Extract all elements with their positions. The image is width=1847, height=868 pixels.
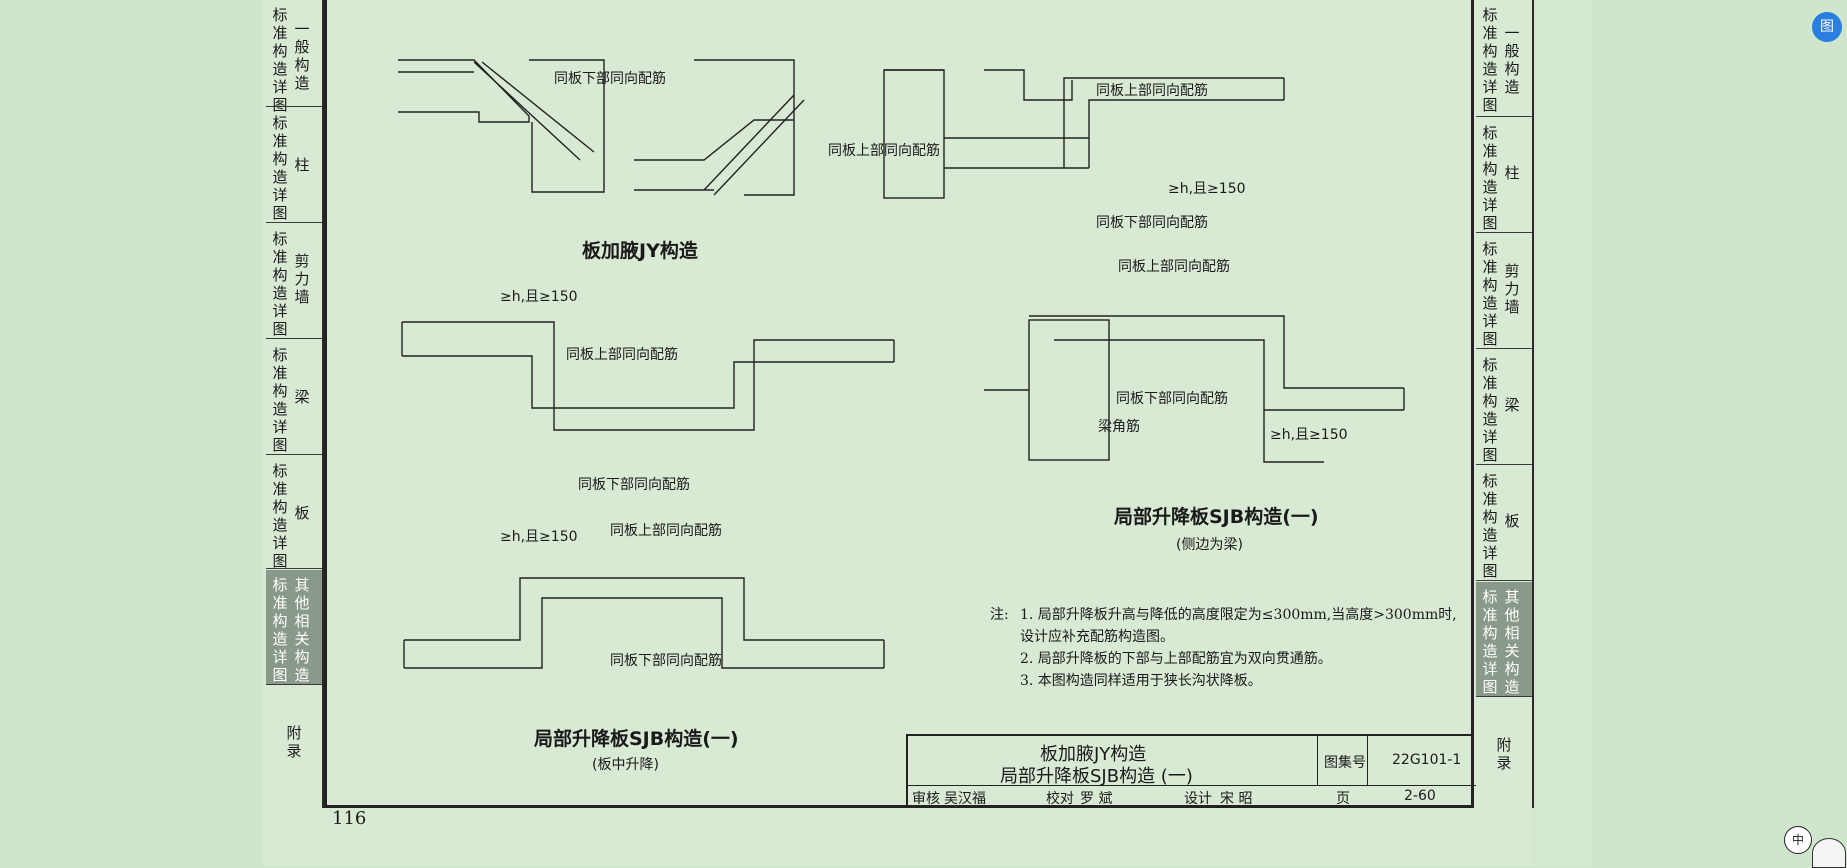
right-tab-beam[interactable]: 标准构造详图 梁 [1476,350,1534,465]
sjb-side-beam-lower [984,315,1405,463]
atlas-value: 22G101-1 [1392,752,1462,768]
right-strip-border [1532,0,1534,808]
drawing-sheet [262,0,1532,866]
right-tab-other[interactable]: 标准构造详图 其他相关构造 [1476,582,1534,697]
callout-lower-same-5: 同板下部同向配筋 [610,653,722,669]
tab-label: 标准构造详图 [1482,356,1498,464]
tab-label: 其他相关构造 [294,576,310,684]
callout-beam-corner: 梁角筋 [1098,419,1140,435]
callout-upper-same-2: 同板上部同向配筋 [1096,83,1208,99]
tab-label: 一般构造 [294,20,310,92]
heading-sjb-mid: 局部升降板SJB构造(一) [534,728,739,750]
callout-upper-same-5: 同板上部同向配筋 [610,523,722,539]
callout-upper-same-4: 同板上部同向配筋 [566,347,678,363]
tab-label: 剪力墙 [1504,262,1520,316]
page-value: 2-60 [1404,788,1436,804]
ime-indicator[interactable]: 中 [1784,826,1812,854]
callout-lower-same-3: 同板下部同向配筋 [1116,391,1228,407]
left-tab-beam[interactable]: 标准构造详图 梁 [266,340,324,455]
tab-label: 剪力墙 [294,252,310,306]
callout-lower-same-1: 同板下部同向配筋 [554,71,666,87]
left-strip-border [322,0,324,808]
check-name: 罗 斌 [1080,791,1113,807]
subheading-sjb-mid: (板中升降) [592,757,659,773]
check-label: 校对 [1046,791,1074,807]
callout-upper-same-3: 同板上部同向配筋 [1118,259,1230,275]
tab-label: 柱 [294,156,310,174]
jy-detail-top-left [398,59,605,193]
right-tab-slab[interactable]: 标准构造详图 板 [1476,466,1534,581]
tab-label: 标准构造详图 [272,346,288,454]
tab-label: 标准构造详图 [272,114,288,222]
tab-label: 柱 [1504,164,1520,182]
left-tab-appendix[interactable]: 附录 [266,716,324,776]
tab-label: 标准构造详图 [272,6,288,114]
tab-label: 标准构造详图 [1482,6,1498,114]
tab-label: 一般构造 [1504,24,1520,96]
note-line-1: 1. 局部升降板升高与降低的高度限定为≤300mm,当高度>300mm时, [1020,607,1457,623]
title-line-1: 板加腋JY构造 [1040,744,1147,765]
subheading-sjb-side: (侧边为梁) [1176,537,1243,553]
note-line-3: 2. 局部升降板的下部与上部配筋宜为双向贯通筋。 [1020,651,1332,667]
notes-prefix: 注: [990,607,1009,623]
right-tab-appendix[interactable]: 附录 [1476,728,1534,788]
right-tab-column[interactable]: 标准构造详图 柱 [1476,118,1534,233]
tab-label: 附录 [1496,736,1512,772]
sidebar-toggle-button[interactable]: 图 [1812,12,1842,42]
tab-label: 附录 [286,724,302,760]
heading-jy: 板加腋JY构造 [582,240,698,262]
design-name: 宋 昭 [1220,791,1253,807]
tab-label: 梁 [294,388,310,406]
tab-label: 其他相关构造 [1504,588,1520,696]
right-tab-general[interactable]: 标准构造详图 一般构造 [1476,0,1534,117]
page-number: 116 [332,808,367,829]
tab-label: 标准构造详图 [1482,588,1498,696]
left-tab-column[interactable]: 标准构造详图 柱 [266,108,324,223]
tab-label: 标准构造详图 [272,576,288,684]
sjb-side-beam-upper [883,69,1285,199]
title-line-2: 局部升降板SJB构造 (一) [1000,766,1193,787]
title-block: 板加腋JY构造 局部升降板SJB构造 (一) 图集号 22G101-1 审核 吴… [906,734,1476,808]
callout-min-rule-2: ≥h,且≥150 [1270,427,1348,443]
tab-label: 板 [1504,512,1520,530]
tab-label: 梁 [1504,396,1520,414]
tab-label: 标准构造详图 [1482,472,1498,580]
review-name: 吴汉福 [944,791,986,807]
review-label: 审核 [912,791,940,807]
right-margin [1532,0,1592,866]
callout-lower-same-2: 同板下部同向配筋 [1096,215,1208,231]
note-line-2: 设计应补充配筋构造图。 [1020,629,1174,645]
jy-detail-top-right [634,59,805,196]
callout-min-rule-1: ≥h,且≥150 [1168,181,1246,197]
tab-label: 标准构造详图 [272,230,288,338]
left-tab-other[interactable]: 标准构造详图 其他相关构造 [266,570,324,685]
drawing-frame [324,0,1474,808]
page-label: 页 [1336,791,1350,807]
assistant-avatar-icon[interactable] [1812,838,1846,868]
atlas-label: 图集号 [1324,755,1366,771]
left-tab-shear-wall[interactable]: 标准构造详图 剪力墙 [266,224,324,339]
design-label: 设计 [1184,791,1212,807]
construction-drawings [398,59,1405,669]
right-tab-shear-wall[interactable]: 标准构造详图 剪力墙 [1476,234,1534,349]
note-line-4: 3. 本图构造同样适用于狭长沟状降板。 [1020,673,1262,689]
sjb-mid-drop [403,577,885,669]
tab-label: 标准构造详图 [1482,124,1498,232]
callout-upper-same-1: 同板上部同向配筋 [828,143,940,159]
tab-label: 标准构造详图 [1482,240,1498,348]
tab-label: 板 [294,504,310,522]
left-tab-general[interactable]: 标准构造详图 一般构造 [266,0,324,114]
callout-min-rule-4: ≥h,且≥150 [500,529,578,545]
callout-min-rule-3: ≥h,且≥150 [500,289,578,305]
callout-lower-same-4: 同板下部同向配筋 [578,477,690,493]
heading-sjb-side: 局部升降板SJB构造(一) [1114,506,1319,528]
sjb-mid-raise [401,321,895,431]
left-tab-slab[interactable]: 标准构造详图 板 [266,456,324,570]
tab-label: 标准构造详图 [272,462,288,570]
